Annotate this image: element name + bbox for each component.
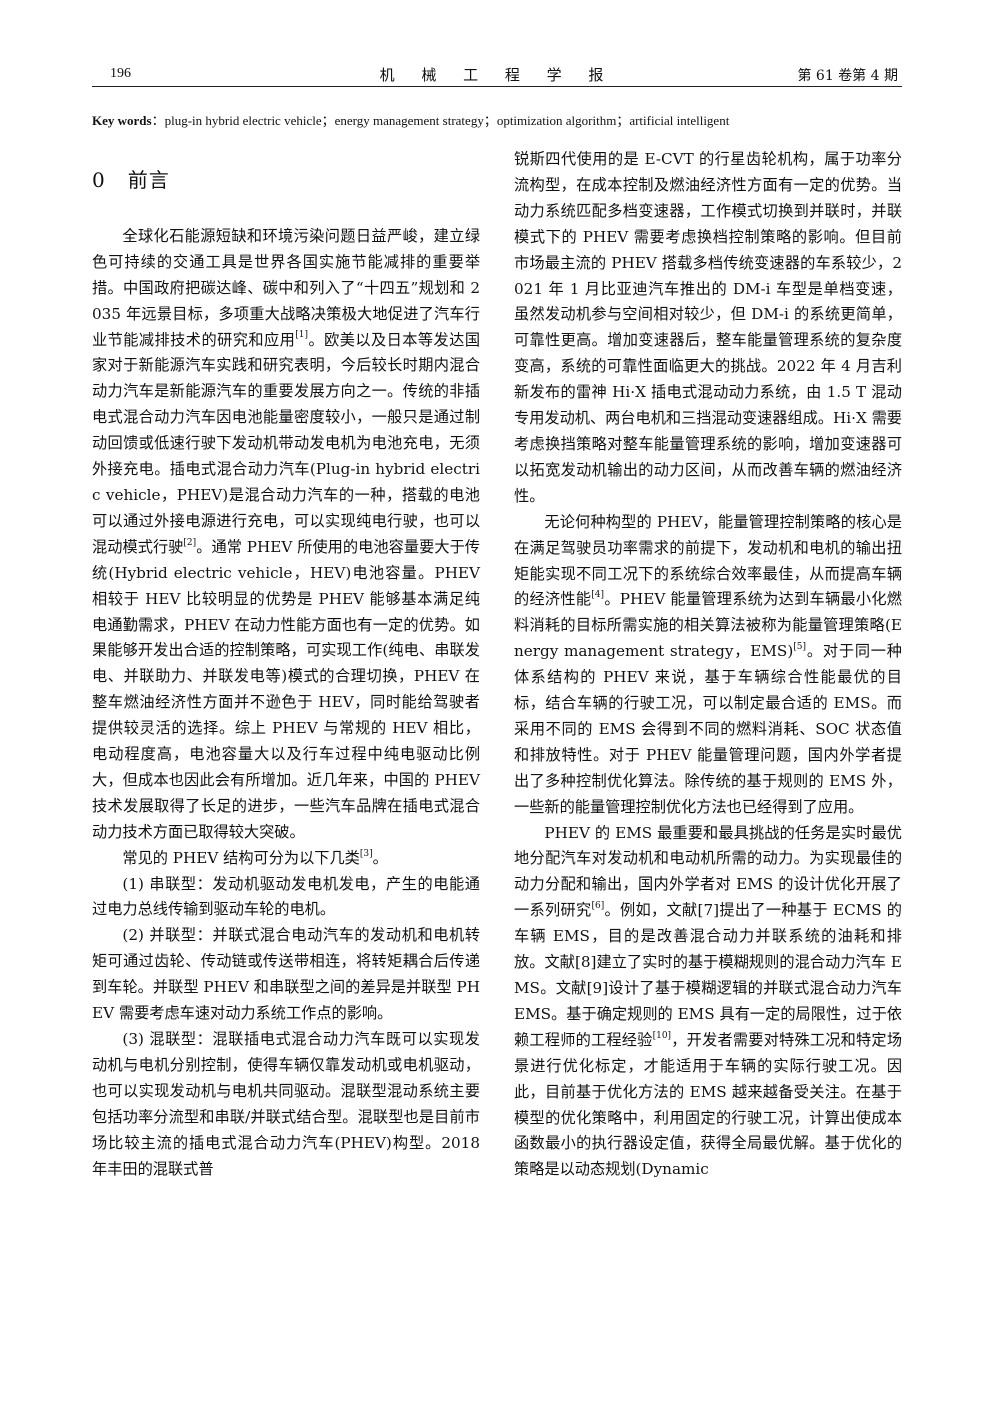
text-run: 。欧美以及日本等发达国家对于新能源汽车实践和研究表明，今后较长时期内混合动力汽车… bbox=[92, 330, 481, 556]
journal-title: 机 械 工 程 学 报 bbox=[379, 66, 615, 84]
page-number: 196 bbox=[110, 66, 131, 81]
paragraph-ems-core: 无论何种构型的 PHEV，能量管理控制策略的核心是在满足驾驶员功率需求的前提下，… bbox=[514, 510, 902, 821]
section-heading: 0 前言 bbox=[92, 168, 480, 194]
section-title: 前言 bbox=[127, 168, 170, 192]
citation: [4] bbox=[591, 590, 605, 601]
text-run: 。通常 PHEV 所使用的电池容量要大于传统(Hybrid electric v… bbox=[92, 537, 480, 841]
paragraph-intro: 全球化石能源短缺和环境污染问题日益严峻，建立绿色可持续的交通工具是世界各国实施节… bbox=[92, 224, 480, 846]
citation: [2] bbox=[183, 537, 197, 548]
citation: [5] bbox=[793, 642, 807, 653]
paragraph-ems-research: PHEV 的 EMS 最重要和最具挑战的任务是实时最优地分配汽车对发动机和电动机… bbox=[514, 821, 902, 1184]
right-column: 锐斯四代使用的是 E-CVT 的行星齿轮机构，属于功率分流构型，在成本控制及燃油… bbox=[514, 147, 902, 1183]
keywords: Key words：plug-in hybrid electric vehicl… bbox=[92, 110, 902, 129]
text-run: 。例如，文献[7]提出了一种基于 ECMS 的车辆 EMS，目的是改善混合动力并… bbox=[514, 901, 902, 1049]
paragraph-continued: 锐斯四代使用的是 E-CVT 的行星齿轮机构，属于功率分流构型，在成本控制及燃油… bbox=[514, 150, 902, 505]
paragraph-structures: 常见的 PHEV 结构可分为以下几类[3]。 bbox=[92, 846, 480, 872]
citation: [3] bbox=[359, 848, 373, 859]
running-header: 196 机 械 工 程 学 报 第 61 卷第 4 期 bbox=[92, 62, 902, 88]
text-run: 无论何种构型的 PHEV，能量管理控制策略的核心是在满足驾驶员功率需求的前提下，… bbox=[514, 512, 902, 609]
paragraph-parallel: (2) 并联型：并联式混合电动汽车的发动机和电机转矩可通过齿轮、传动链或传送带相… bbox=[92, 926, 480, 1023]
text-run: PHEV 的 EMS 最重要和最具挑战的任务是实时最优地分配汽车对发动机和电动机… bbox=[514, 823, 902, 920]
text-run: 常见的 PHEV 结构可分为以下几类 bbox=[122, 848, 360, 867]
paragraph-series: (1) 串联型：发动机驱动发电机发电，产生的电能通过电力总线传输到驱动车轮的电机… bbox=[92, 874, 480, 919]
keywords-text: ：plug-in hybrid electric vehicle；energy … bbox=[151, 113, 730, 128]
citation: [10] bbox=[652, 1030, 672, 1041]
keywords-label: Key words bbox=[92, 113, 152, 128]
text-run: 。 bbox=[372, 848, 388, 867]
text-run: ，开发者需要对特殊工况和特定场景进行优化标定，才能适用于车辆的实际行驶工况。因此… bbox=[514, 1030, 903, 1179]
text-run: 。PHEV 能量管理系统为达到车辆最小化燃料消耗的目标所需实施的相关算法被称为能… bbox=[514, 590, 902, 661]
left-column: 0 前言 全球化石能源短缺和环境污染问题日益严峻，建立绿色可持续的交通工具是世界各… bbox=[92, 144, 480, 1182]
citation: [6] bbox=[591, 901, 605, 912]
header-rule bbox=[92, 86, 902, 87]
section-number: 0 bbox=[92, 168, 106, 192]
paragraph-hybrid: (3) 混联型：混联插电式混合动力汽车既可以实现发动机与电机分别控制，使得车辆仅… bbox=[92, 1030, 480, 1178]
volume-issue: 第 61 卷第 4 期 bbox=[797, 68, 898, 84]
text-run: 全球化石能源短缺和环境污染问题日益严峻，建立绿色可持续的交通工具是世界各国实施节… bbox=[92, 226, 480, 349]
citation: [1] bbox=[295, 330, 309, 341]
text-run: 。对于同一种体系结构的 PHEV 来说，基于车辆综合性能最优的目标，结合车辆的行… bbox=[514, 642, 902, 816]
